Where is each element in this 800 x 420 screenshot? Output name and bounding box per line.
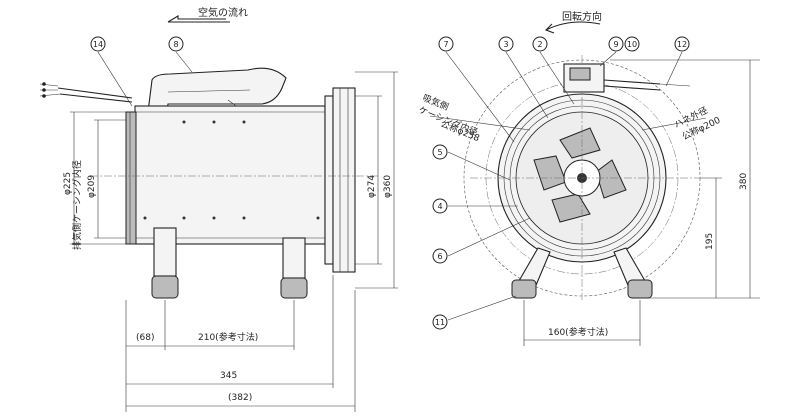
air-flow-label: 空気の流れ	[198, 6, 248, 19]
dim-345: 345	[220, 371, 237, 381]
fan-front-view	[463, 55, 701, 300]
svg-text:6: 6	[437, 252, 442, 261]
callout-7: 7	[438, 36, 515, 143]
svg-text:7: 7	[443, 40, 448, 49]
callout-11: 11	[432, 295, 517, 330]
dim-210: 210(参考寸法)	[198, 331, 258, 343]
callout-5: 5	[432, 144, 511, 181]
callout-12: 12	[665, 36, 690, 87]
callout-14: 14	[90, 36, 133, 107]
dim-160: 160(参考寸法)	[548, 326, 608, 338]
dim-360: φ360	[383, 175, 393, 198]
callout-9: 9	[599, 36, 624, 67]
dim-225: φ225	[63, 172, 73, 195]
svg-text:14: 14	[93, 40, 103, 49]
dim-380: 380	[739, 173, 749, 190]
svg-text:5: 5	[437, 148, 442, 157]
callout-10: 10	[624, 36, 640, 52]
callout-3: 3	[498, 36, 549, 119]
side-feet	[151, 227, 308, 299]
callout-8: 8	[168, 36, 193, 73]
switch-box	[563, 63, 691, 93]
svg-text:12: 12	[677, 40, 687, 49]
rotation-label: 回転方向	[562, 10, 602, 23]
svg-text:11: 11	[435, 318, 445, 327]
dim-382: (382)	[228, 393, 252, 403]
callout-4: 4	[432, 198, 518, 214]
svg-text:3: 3	[503, 40, 508, 49]
svg-text:10: 10	[627, 40, 637, 49]
air-flow-arrow	[167, 15, 230, 23]
exhaust-diameter: φ209	[87, 175, 97, 198]
dim-195: 195	[705, 233, 715, 250]
front-stand	[511, 247, 653, 299]
rotation-arrow	[545, 21, 601, 34]
side-dimension-lines	[70, 71, 398, 412]
svg-text:4: 4	[437, 202, 442, 211]
svg-text:9: 9	[613, 40, 618, 49]
svg-text:8: 8	[173, 40, 178, 49]
dim-68: (68)	[136, 333, 154, 343]
fan-body-side	[90, 87, 380, 273]
callout-6: 6	[432, 217, 531, 264]
exhaust-casing-label: 排気側ケーシング内径	[71, 160, 83, 250]
front-dimension-lines	[429, 59, 760, 346]
svg-text:2: 2	[537, 40, 542, 49]
dim-274: φ274	[367, 175, 377, 198]
callout-2: 2	[532, 36, 575, 105]
power-cable	[39, 82, 133, 103]
